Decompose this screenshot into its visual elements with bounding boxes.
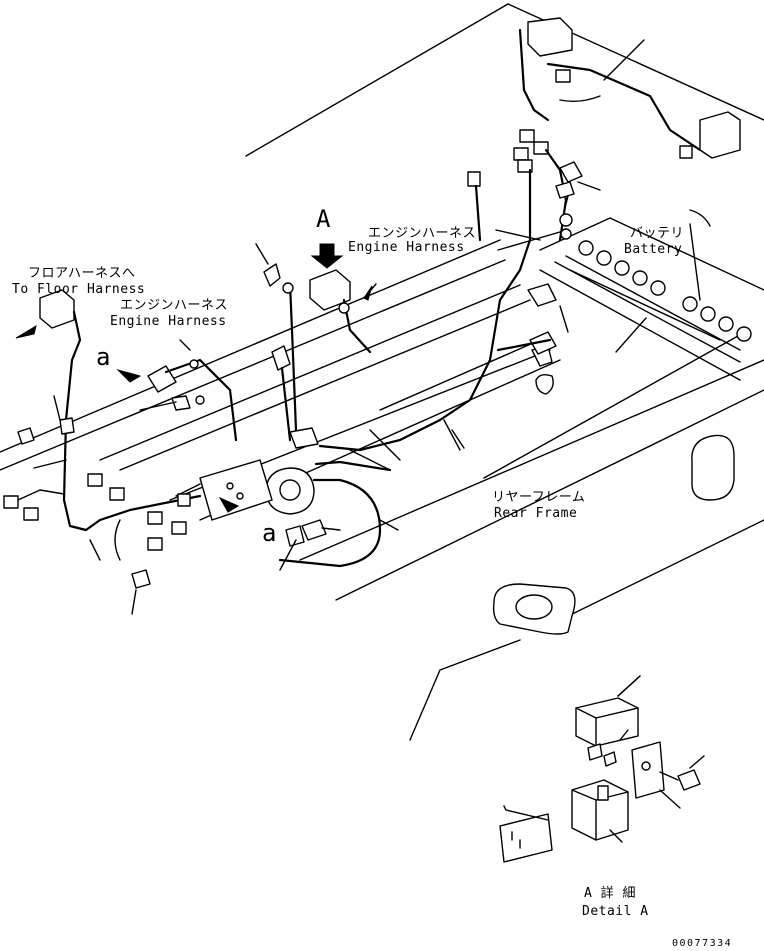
detail-a — [499, 675, 705, 863]
floor-harness-jp: フロアハーネスへ — [28, 266, 136, 281]
engine-harness-left-jp: エンジンハーネス — [120, 298, 229, 313]
engine-harness-top-jp: エンジンハーネス — [368, 226, 477, 241]
central-harness — [318, 129, 601, 452]
battery-box — [539, 209, 764, 381]
relay-cluster — [265, 345, 392, 571]
detail-a-jp: A 詳 細 — [584, 886, 636, 901]
top-right-harness — [518, 17, 741, 159]
left-relay — [116, 339, 238, 442]
engine-harness-top-en: Engine Harness — [348, 240, 465, 255]
switch-panel — [175, 459, 273, 521]
leader-lines — [349, 195, 641, 697]
floor-harness — [3, 289, 202, 615]
drawing-number: 00077334 — [672, 938, 733, 949]
callout-a-big: A — [316, 205, 331, 233]
rear-frame-en: Rear Frame — [494, 506, 578, 521]
callout-a-bottom: a — [262, 519, 277, 547]
engine-harness-left-en: Engine Harness — [110, 314, 227, 329]
callout-a-left: a — [96, 343, 111, 371]
battery-jp: バッテリ — [630, 226, 685, 241]
rear-frame-jp: リヤーフレーム — [492, 490, 586, 505]
detail-a-en: Detail A — [582, 904, 649, 919]
floor-harness-en: To Floor Harness — [12, 282, 146, 297]
engine-harness-top — [255, 243, 377, 432]
tow-hook — [492, 583, 576, 635]
rear-frame — [299, 335, 764, 741]
misc-connectors — [369, 283, 647, 461]
battery-en: Battery — [624, 242, 683, 257]
